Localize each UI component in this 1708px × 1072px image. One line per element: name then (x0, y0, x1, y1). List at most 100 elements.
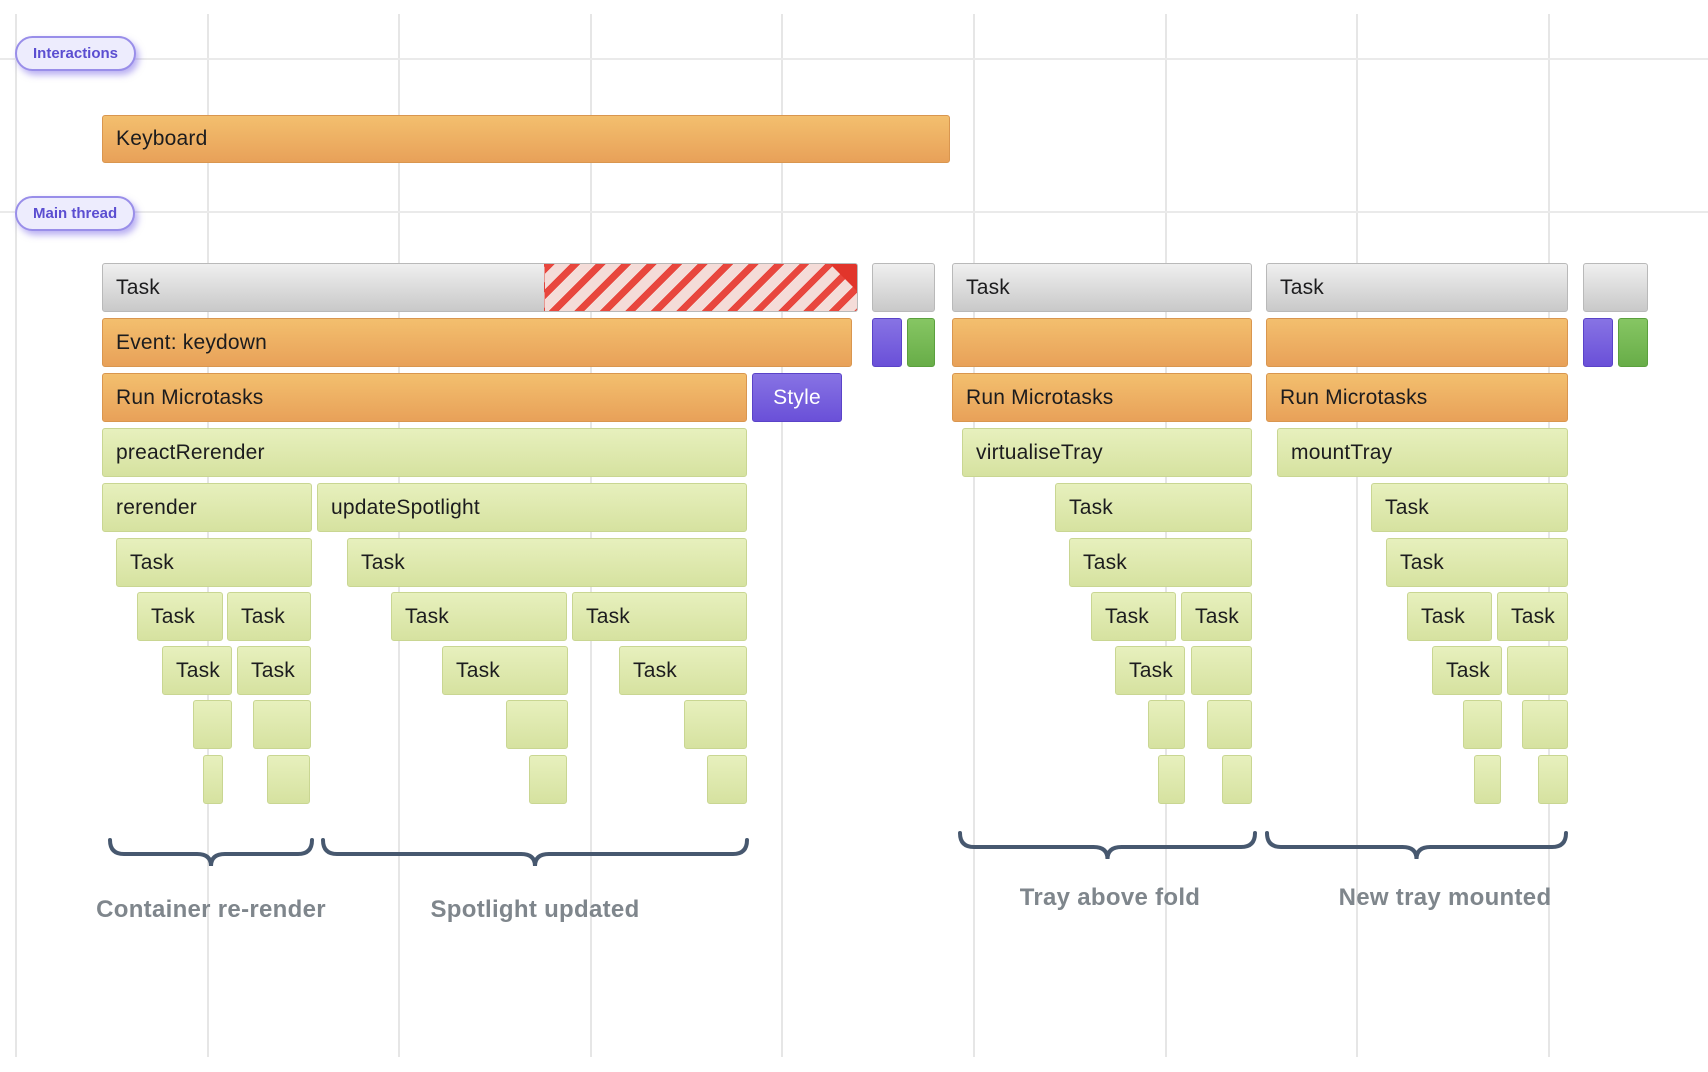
long-task-corner-triangle (829, 264, 857, 293)
flame-bar-task[interactable]: Task (347, 538, 747, 587)
flame-bar[interactable] (1474, 755, 1501, 804)
flame-bar[interactable] (1583, 318, 1613, 367)
gridline-vertical (1165, 14, 1167, 1057)
flame-bar-mounttray[interactable]: mountTray (1277, 428, 1568, 477)
flame-bar-label: Task (1385, 495, 1429, 519)
flame-bar[interactable] (1522, 700, 1568, 749)
flame-bar-label: Task (130, 550, 174, 574)
flame-bar[interactable] (1191, 646, 1252, 695)
flame-bar-task[interactable]: Task (102, 263, 858, 312)
flame-bar-task[interactable]: Task (1181, 592, 1252, 641)
flame-bar-label: Run Microtasks (1280, 385, 1428, 409)
flame-bar-task[interactable]: Task (1055, 483, 1252, 532)
flame-bar-label: Task (1069, 495, 1113, 519)
flame-bar-label: virtualiseTray (976, 440, 1103, 464)
flame-bar-task[interactable]: Task (952, 263, 1252, 312)
flame-bar[interactable] (506, 700, 568, 749)
long-task-hatch (544, 264, 857, 311)
flame-bar-keyboard[interactable]: Keyboard (102, 115, 950, 163)
flame-bar-label: Task (1400, 550, 1444, 574)
flame-bar-label: Task (1083, 550, 1127, 574)
flame-bar-task[interactable]: Task (162, 646, 232, 695)
flame-bar-label: Task (586, 604, 630, 628)
flame-bar-rerender[interactable]: rerender (102, 483, 312, 532)
flame-bar-run-microtasks[interactable]: Run Microtasks (102, 373, 747, 422)
annotation-label: Container re-render (96, 896, 326, 923)
flame-bar-task[interactable]: Task (227, 592, 311, 641)
flame-bar-label: Task (361, 550, 405, 574)
flame-bar-run-microtasks[interactable]: Run Microtasks (1266, 373, 1568, 422)
flame-bar[interactable] (872, 318, 902, 367)
flame-bar-label: Task (1421, 604, 1465, 628)
flame-bar-label: Run Microtasks (966, 385, 1114, 409)
flame-bar-task[interactable]: Task (1371, 483, 1568, 532)
flame-bar[interactable] (1538, 755, 1568, 804)
gridline-vertical (15, 14, 17, 1057)
flame-bar[interactable] (1266, 318, 1568, 367)
flame-bar-task[interactable]: Task (572, 592, 747, 641)
flame-bar-virtualisetray[interactable]: virtualiseTray (962, 428, 1252, 477)
flame-bar-label: Task (241, 604, 285, 628)
gridline-horizontal (0, 211, 1708, 213)
flame-bar-task[interactable]: Task (1091, 592, 1176, 641)
flame-bar-label: Task (176, 658, 220, 682)
gridline-vertical (781, 14, 783, 1057)
flame-bar-label: mountTray (1291, 440, 1393, 464)
flame-bar[interactable] (1583, 263, 1648, 312)
flame-bar[interactable] (684, 700, 747, 749)
flame-bar-label: Task (251, 658, 295, 682)
flame-bar-task[interactable]: Task (1115, 646, 1185, 695)
flame-bar-task[interactable]: Task (1386, 538, 1568, 587)
flame-bar-label: Task (1129, 658, 1173, 682)
flame-bar[interactable] (1507, 646, 1568, 695)
main-thread-track-label[interactable]: Main thread (15, 196, 136, 231)
flame-bar-label: Task (1446, 658, 1490, 682)
annotation-label: Tray above fold (1019, 884, 1201, 911)
flame-bar[interactable] (1618, 318, 1648, 367)
flame-bar-label: Task (1105, 604, 1149, 628)
flame-bar[interactable] (1148, 700, 1185, 749)
flame-bar[interactable] (1207, 700, 1252, 749)
flame-bar-label: Keyboard (116, 127, 208, 150)
flame-bar[interactable] (203, 755, 223, 804)
flame-bar-task[interactable]: Task (1266, 263, 1568, 312)
flame-bar[interactable] (707, 755, 747, 804)
flame-bar[interactable] (872, 263, 935, 312)
gridline-vertical (1548, 14, 1550, 1057)
flame-bar-label: Task (1511, 604, 1555, 628)
flame-bar[interactable] (267, 755, 310, 804)
flame-bar-task[interactable]: Task (391, 592, 567, 641)
flame-bar-label: Task (151, 604, 195, 628)
flame-bar-label: Task (405, 604, 449, 628)
gridline-vertical (590, 14, 592, 1057)
flame-bar-label: rerender (116, 495, 197, 519)
flame-bar-task[interactable]: Task (116, 538, 312, 587)
flame-bar-task[interactable]: Task (1432, 646, 1502, 695)
flame-bar-task[interactable]: Task (619, 646, 747, 695)
flame-bar-style[interactable]: Style (752, 373, 842, 422)
flame-bar-task[interactable]: Task (1069, 538, 1252, 587)
flame-bar-label: Task (1280, 275, 1324, 299)
flame-bar-run-microtasks[interactable]: Run Microtasks (952, 373, 1252, 422)
flame-bar-event-keydown[interactable]: Event: keydown (102, 318, 852, 367)
flame-bar-task[interactable]: Task (442, 646, 568, 695)
flame-bar-task[interactable]: Task (1497, 592, 1568, 641)
flame-bar-updatespotlight[interactable]: updateSpotlight (317, 483, 747, 532)
flame-bar[interactable] (1222, 755, 1252, 804)
flame-bar[interactable] (253, 700, 311, 749)
flame-bar[interactable] (1463, 700, 1502, 749)
flame-bar-task[interactable]: Task (1407, 592, 1492, 641)
flame-bar[interactable] (952, 318, 1252, 367)
flame-bar-preactrerender[interactable]: preactRerender (102, 428, 747, 477)
flame-bar[interactable] (529, 755, 567, 804)
flame-bar[interactable] (1158, 755, 1185, 804)
flame-bar[interactable] (907, 318, 935, 367)
flame-bar-label: Task (116, 275, 160, 299)
flame-bar-task[interactable]: Task (237, 646, 311, 695)
interactions-track-label[interactable]: Interactions (15, 36, 137, 71)
flame-bar-label: preactRerender (116, 440, 265, 464)
flame-bar[interactable] (193, 700, 232, 749)
flame-bar-task[interactable]: Task (137, 592, 223, 641)
